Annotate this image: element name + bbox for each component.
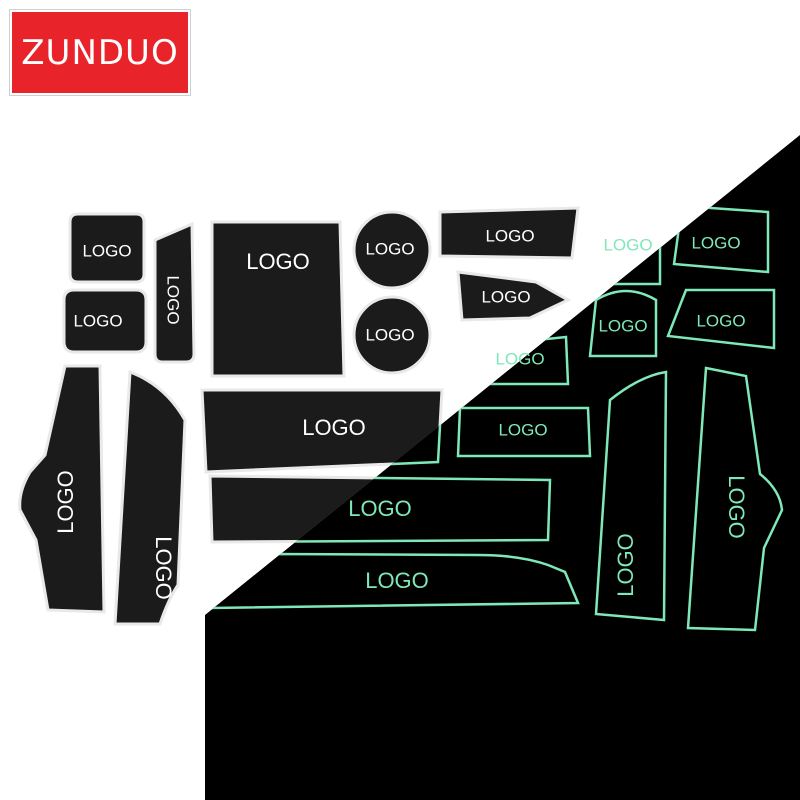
logo-text: LOGO bbox=[603, 235, 652, 254]
logo-text: LOGO bbox=[613, 533, 638, 597]
brand-badge: ZUNDUO bbox=[10, 10, 190, 95]
logo-text: LOGO bbox=[495, 349, 544, 368]
brand-name: ZUNDUO bbox=[21, 32, 179, 73]
pad-door-right-1 bbox=[594, 370, 668, 622]
logo-text: LOGO bbox=[481, 287, 530, 306]
logo-text: LOGO bbox=[73, 311, 122, 330]
pad-door-left-1 bbox=[18, 364, 106, 614]
logo-text: LOGO bbox=[485, 226, 534, 245]
logo-text: LOGO bbox=[598, 316, 647, 335]
logo-text: LOGO bbox=[53, 470, 78, 534]
pad-square-top bbox=[68, 212, 146, 284]
pad-square-bottom bbox=[62, 288, 148, 354]
logo-text: LOGO bbox=[348, 496, 412, 521]
logo-text: LOGO bbox=[365, 239, 414, 258]
pad-narrow-vertical bbox=[153, 221, 196, 364]
logo-text: LOGO bbox=[498, 420, 547, 439]
logo-text: LOGO bbox=[696, 311, 745, 330]
pad-mid-1 bbox=[456, 270, 572, 322]
logo-text: LOGO bbox=[302, 415, 366, 440]
pad-glow-trap-2 bbox=[666, 288, 776, 350]
pad-door-right-2 bbox=[686, 366, 784, 632]
logo-text: LOGO bbox=[365, 568, 429, 593]
logo-text: LOGO bbox=[151, 536, 176, 600]
pad-glow-cup-2 bbox=[588, 289, 658, 358]
pad-door-left-2 bbox=[113, 369, 187, 626]
pad-glow-trap-1 bbox=[672, 204, 770, 274]
pad-coaster-bottom bbox=[352, 295, 432, 375]
logo-text: LOGO bbox=[724, 475, 749, 539]
pad-large-rect bbox=[210, 220, 346, 378]
logo-text: LOGO bbox=[164, 275, 183, 324]
pad-mid-3 bbox=[456, 406, 592, 458]
logo-text: LOGO bbox=[365, 325, 414, 344]
logo-text: LOGO bbox=[82, 241, 131, 260]
pad-coaster-top bbox=[352, 210, 432, 290]
logo-text: LOGO bbox=[691, 233, 740, 252]
pad-wide-top bbox=[438, 206, 580, 260]
logo-text: LOGO bbox=[246, 249, 310, 274]
